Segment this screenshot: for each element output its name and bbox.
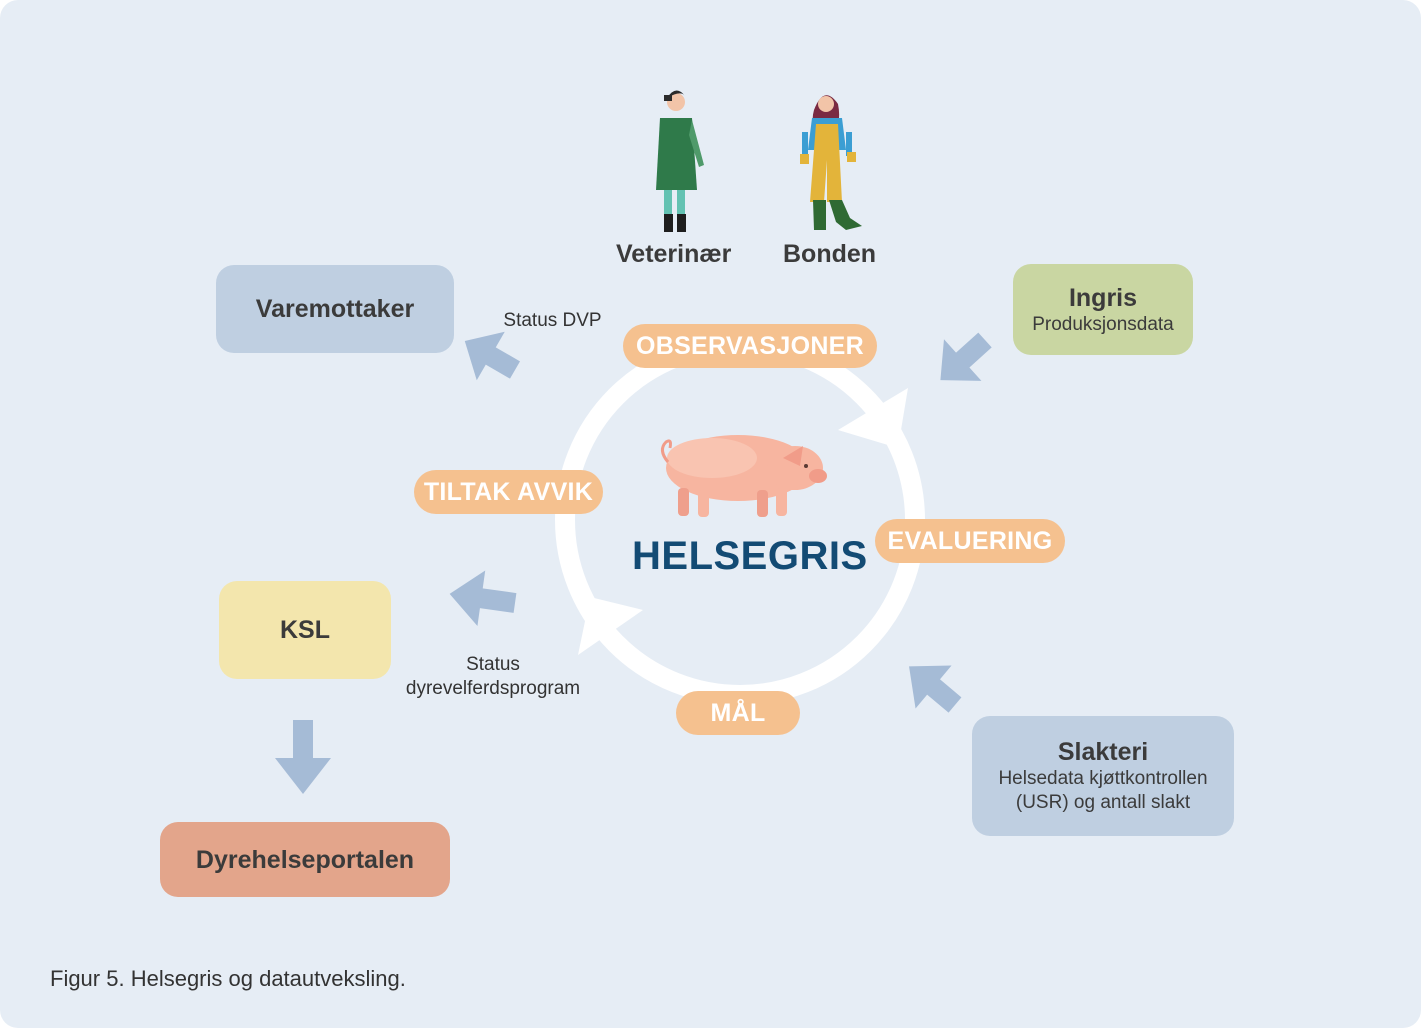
pig-illustration <box>661 435 827 517</box>
cycle-arrowhead-left <box>578 597 643 655</box>
slakteri-box: Slakteri Helsedata kjøttkontrollen (USR)… <box>972 716 1234 836</box>
center-title: HELSEGRIS <box>632 534 868 578</box>
cycle-ring <box>555 335 925 705</box>
farmer-label: Bonden <box>783 240 877 268</box>
ksl-box: KSL <box>219 581 391 679</box>
status-dyrevelferd-line1: Status <box>466 654 520 675</box>
dyrehelseportalen-box: Dyrehelseportalen <box>160 822 450 897</box>
cycle-arrowhead-right <box>838 388 908 448</box>
slakteri-subtitle-line1: Helsedata kjøttkontrollen <box>998 768 1208 789</box>
status-dvp-label: Status DVP <box>503 310 602 331</box>
arrow-to-varemottaker <box>464 331 520 381</box>
slakteri-subtitle-line2: (USR) og antall slakt <box>1015 792 1191 813</box>
figure-caption: Figur 5. Helsegris og datautveksling. <box>50 966 406 991</box>
pill-evaluering: EVALUERING <box>875 519 1065 563</box>
ingris-title: Ingris <box>1068 283 1138 312</box>
ingris-subtitle: Produksjonsdata <box>1032 313 1174 335</box>
ksl-title: KSL <box>280 616 330 644</box>
pill-tiltak-avvik: TILTAK AVVIK <box>414 470 603 514</box>
slakteri-title: Slakteri <box>1057 738 1149 766</box>
arrow-to-ksl <box>449 570 517 626</box>
arrow-from-ingris <box>940 332 992 381</box>
status-dyrevelferd-line2: dyrevelferdsprogram <box>405 678 581 699</box>
dyrehelseportalen-title: Dyrehelseportalen <box>195 845 415 874</box>
veterinarian-illustration <box>656 90 704 232</box>
varemottaker-title: Varemottaker <box>255 295 415 323</box>
ingris-box: Ingris Produksjonsdata <box>1013 264 1193 355</box>
arrow-ksl-to-dyrehelse <box>275 720 331 794</box>
pill-maal: MÅL <box>676 691 800 735</box>
pill-observasjoner: OBSERVASJONER <box>623 324 877 368</box>
arrow-from-slakteri <box>909 665 962 713</box>
status-dyrevelferd-label: Status dyrevelferdsprogram <box>393 653 593 701</box>
farmer-illustration <box>800 95 862 230</box>
veterinarian-label: Veterinær <box>616 240 732 268</box>
flow-arrows <box>275 331 992 794</box>
varemottaker-box: Varemottaker <box>216 265 454 353</box>
